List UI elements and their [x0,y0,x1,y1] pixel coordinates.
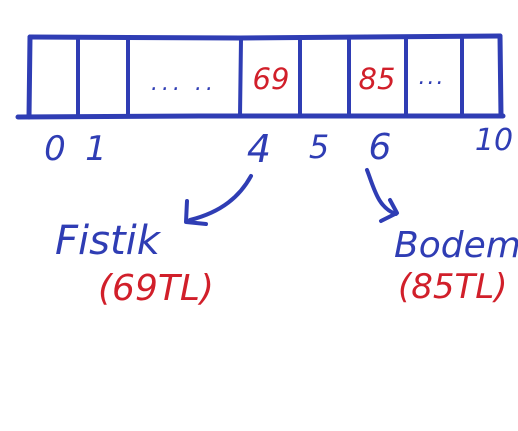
index-label: 5 [309,128,329,166]
cell-dividers [76,36,464,118]
index-label: 4 [247,127,271,171]
product-name: Bodem [394,225,518,266]
product-price: (85TL) [398,267,508,307]
array-cell-value: 69 [253,62,290,96]
index-labels: 0 1 4 5 6 10 [44,123,513,171]
array-cells: ... .. 69 85 ... [151,62,446,96]
annotation-fistik: Fistik (69TL) [55,218,214,309]
product-price: (69TL) [98,268,214,309]
array-cell-ellipsis: ... [419,65,446,90]
index-label: 10 [475,123,513,158]
product-name: Fistik [55,218,162,264]
array-cell-ellipsis: ... .. [151,71,217,96]
annotation-bodem: Bodem (85TL) [394,225,518,307]
index-label: 0 [44,129,66,169]
arrow-to-fistik [184,174,253,226]
array-cell-value: 85 [359,62,396,96]
index-label: 6 [369,127,392,168]
arrow-to-bodem [365,168,399,223]
index-label: 1 [85,129,107,169]
